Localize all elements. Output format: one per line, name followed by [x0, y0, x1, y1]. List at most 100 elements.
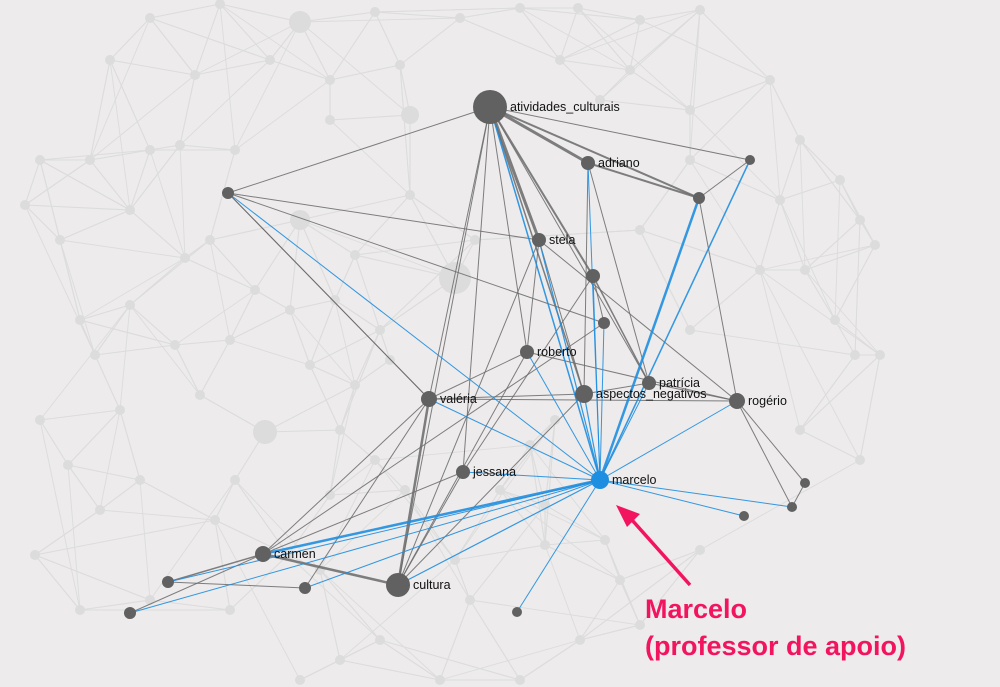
graph-edge	[587, 162, 700, 199]
node-u8[interactable]	[739, 511, 749, 521]
background-node	[63, 460, 73, 470]
graph-edge	[648, 382, 738, 402]
background-edge	[577, 7, 631, 71]
graph-edge	[262, 471, 464, 555]
node-stela[interactable]	[532, 233, 546, 247]
node-u3[interactable]	[693, 192, 705, 204]
background-edge	[299, 11, 376, 23]
background-edge	[329, 119, 411, 196]
background-edge	[179, 144, 186, 259]
graph-edge	[428, 106, 491, 400]
node-u6[interactable]	[800, 478, 810, 488]
node-u1[interactable]	[222, 187, 234, 199]
node-label-rogerio: rogério	[748, 394, 787, 408]
background-edge	[519, 7, 641, 21]
node-carmen[interactable]	[255, 546, 271, 562]
background-edge	[329, 459, 376, 496]
background-node	[125, 205, 135, 215]
highlighted-edge	[599, 322, 605, 481]
background-edge	[229, 309, 291, 341]
node-jessana[interactable]	[456, 465, 470, 479]
graph-edge	[462, 106, 491, 473]
node-adriano[interactable]	[581, 156, 595, 170]
background-node	[385, 355, 395, 365]
background-edge	[544, 544, 581, 641]
background-node	[439, 262, 471, 294]
graph-edge	[583, 382, 650, 395]
background-edge	[119, 304, 131, 411]
background-edge	[804, 244, 876, 271]
node-valeria[interactable]	[421, 391, 437, 407]
node-u7[interactable]	[787, 502, 797, 512]
highlighted-edge	[599, 400, 738, 481]
node-u12[interactable]	[512, 607, 522, 617]
annotation-subtitle: (professor de apoio)	[645, 631, 906, 661]
background-node	[595, 95, 605, 105]
background-edge	[577, 7, 691, 111]
background-node	[350, 250, 360, 260]
background-edge	[544, 504, 606, 541]
background-edge	[139, 479, 151, 601]
graph-edge	[227, 192, 605, 324]
background-edge	[689, 159, 781, 201]
node-patricia[interactable]	[642, 376, 656, 390]
node-label-marcelo: marcelo	[612, 473, 657, 487]
background-edge	[234, 79, 331, 151]
background-node	[85, 155, 95, 165]
background-edge	[129, 144, 181, 211]
background-edge	[39, 409, 121, 421]
graph-edge	[428, 393, 585, 400]
node-rogerio[interactable]	[729, 393, 745, 409]
graph-edge	[397, 471, 464, 586]
node-u4[interactable]	[586, 269, 600, 283]
node-marcelo[interactable]	[591, 471, 609, 489]
background-edge	[89, 74, 196, 161]
graph-edge	[736, 400, 806, 484]
background-edge	[79, 304, 131, 321]
node-u11[interactable]	[124, 607, 136, 619]
background-edge	[354, 239, 476, 256]
annotation: Marcelo (professor de apoio)	[616, 505, 906, 661]
background-node	[455, 13, 465, 23]
background-edge	[309, 364, 356, 386]
node-u2[interactable]	[745, 155, 755, 165]
background-edge	[39, 304, 131, 421]
background-node	[135, 475, 145, 485]
graph-edge	[167, 581, 306, 589]
node-u10[interactable]	[299, 582, 311, 594]
graph-edge	[397, 393, 585, 586]
graph-edge	[227, 106, 491, 194]
highlighted-edge	[428, 398, 601, 481]
node-u5[interactable]	[598, 317, 610, 329]
background-edge	[59, 239, 81, 321]
background-edge	[319, 489, 406, 571]
background-edge	[374, 459, 456, 561]
background-edge	[329, 64, 401, 81]
graph-edge	[227, 192, 430, 400]
background-node	[465, 595, 475, 605]
background-edge	[799, 354, 881, 431]
background-edge	[374, 11, 461, 19]
background-edge	[339, 329, 381, 431]
background-edge	[374, 459, 406, 491]
node-aspectos-negativos[interactable]	[575, 385, 593, 403]
background-node	[230, 475, 240, 485]
background-edge	[59, 239, 186, 259]
background-node	[335, 655, 345, 665]
background-edge	[399, 64, 411, 196]
background-edge	[109, 59, 151, 151]
background-edge	[339, 559, 456, 661]
background-node	[695, 545, 705, 555]
graph-edge	[262, 322, 605, 555]
node-cultura[interactable]	[386, 573, 410, 597]
node-atividades-culturais[interactable]	[473, 90, 507, 124]
background-edge	[779, 199, 836, 321]
background-edge	[804, 219, 861, 271]
background-edge	[519, 639, 581, 681]
background-node	[855, 215, 865, 225]
background-node	[370, 455, 380, 465]
background-node	[225, 335, 235, 345]
background-edge	[319, 569, 441, 681]
node-roberto[interactable]	[520, 345, 534, 359]
node-u9[interactable]	[162, 576, 174, 588]
